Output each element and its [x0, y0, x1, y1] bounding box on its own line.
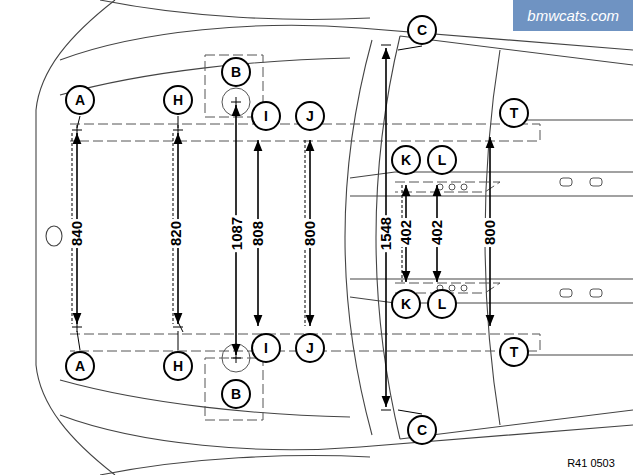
point-letter: I — [264, 109, 268, 123]
point-marker-circle: A — [65, 85, 95, 115]
point-marker-circle: I — [251, 101, 281, 131]
dimension-value: 808 — [250, 218, 267, 247]
dimension-value: 820 — [168, 218, 185, 247]
point-letter: H — [173, 359, 183, 373]
point-marker-circle: I — [251, 333, 281, 363]
point-marker-circle: A — [65, 351, 95, 381]
point-letter: A — [75, 359, 85, 373]
point-marker-circle: J — [295, 333, 325, 363]
point-letter: K — [401, 297, 411, 311]
dimension-value: 840 — [69, 218, 86, 247]
point-marker-circle: J — [295, 101, 325, 131]
point-marker-circle: C — [407, 415, 437, 445]
point-letter: H — [173, 93, 183, 107]
point-letter: B — [231, 65, 241, 79]
dimension-value: 402 — [398, 217, 415, 246]
point-marker-circle: L — [427, 289, 457, 319]
point-marker-circle: K — [391, 289, 421, 319]
point-letter: J — [306, 109, 314, 123]
point-letter: K — [401, 153, 411, 167]
point-marker-circle: H — [163, 85, 193, 115]
dimension-value: 800 — [302, 218, 319, 247]
point-marker-circle: B — [221, 379, 251, 409]
point-letter: I — [264, 341, 268, 355]
dimension-value: 402 — [429, 217, 446, 246]
point-letter: A — [75, 93, 85, 107]
point-letter: J — [306, 341, 314, 355]
dimension-value: 800 — [482, 217, 499, 246]
point-marker-circle: C — [407, 15, 437, 45]
point-marker-circle: T — [499, 98, 529, 128]
point-marker-circle: B — [221, 57, 251, 87]
point-letter: L — [438, 153, 447, 167]
point-marker-circle: H — [163, 351, 193, 381]
point-letter: T — [510, 345, 519, 359]
figure-reference: R41 0503 — [567, 458, 615, 469]
dimension-value: 1548 — [378, 214, 395, 251]
point-marker-circle: K — [391, 145, 421, 175]
point-letter: L — [438, 297, 447, 311]
dimension-value: 1087 — [229, 214, 246, 251]
point-letter: C — [417, 23, 427, 37]
watermark: bmwcats.com — [513, 0, 633, 31]
point-letter: T — [510, 106, 519, 120]
point-marker-circle: T — [499, 337, 529, 367]
point-letter: B — [231, 387, 241, 401]
point-marker-circle: L — [427, 145, 457, 175]
point-letter: C — [417, 423, 427, 437]
